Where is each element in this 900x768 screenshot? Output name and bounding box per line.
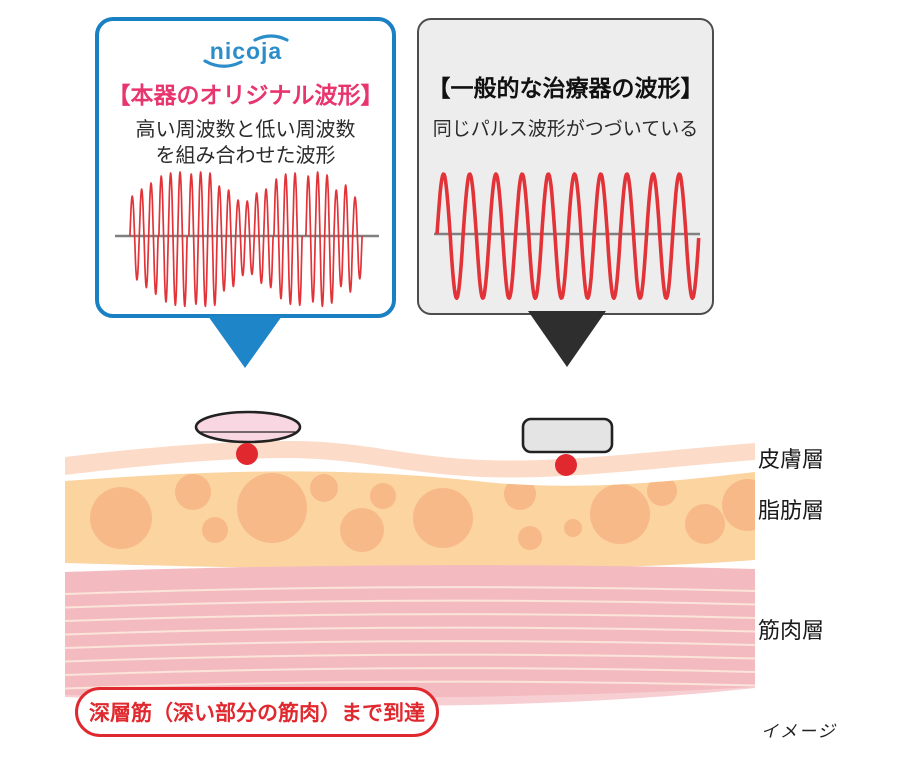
dark-pointer-triangle xyxy=(528,311,606,367)
generic-waveform-description: 同じパルス波形がつづいている xyxy=(432,119,699,140)
muscle-layer-label: 筋肉層 xyxy=(758,618,825,643)
logo-text: nicoja xyxy=(209,38,281,64)
generic-waveform-heading: 【一般的な治療器の波形】 xyxy=(427,75,704,101)
sine-waveform-graphic xyxy=(434,172,701,300)
original-waveform-heading: 【本器のオリジナル波形】 xyxy=(107,82,384,108)
description-line-1: 高い周波数と低い周波数 xyxy=(135,119,356,141)
logo-smile-arc xyxy=(202,59,243,68)
logo-top-arc xyxy=(252,34,289,42)
burst-waveform-graphic xyxy=(115,171,379,308)
deep-muscle-reach-badge: 深層筋（深い部分の筋肉）まで到達 xyxy=(75,687,439,737)
generic-waveform-callout: 【一般的な治療器の波形】 同じパルス波形がつづいている xyxy=(417,18,714,315)
blue-pointer-triangle xyxy=(208,316,282,368)
nicoja-logo: nicoja xyxy=(202,34,289,68)
fat-layer-label: 脂肪層 xyxy=(758,498,825,523)
skin-cross-section-diagram xyxy=(65,410,755,706)
skin-layer-label: 皮膚層 xyxy=(758,447,825,472)
original-waveform-description: 高い周波数と低い周波数 を組み合わせた波形 xyxy=(99,117,392,170)
description-line-2: を組み合わせた波形 xyxy=(155,145,336,168)
original-waveform-callout: nicoja 【本器のオリジナル波形】 高い周波数と低い周波数 を組み合わせた波… xyxy=(95,17,396,318)
image-disclaimer-note: イメージ xyxy=(761,722,837,741)
